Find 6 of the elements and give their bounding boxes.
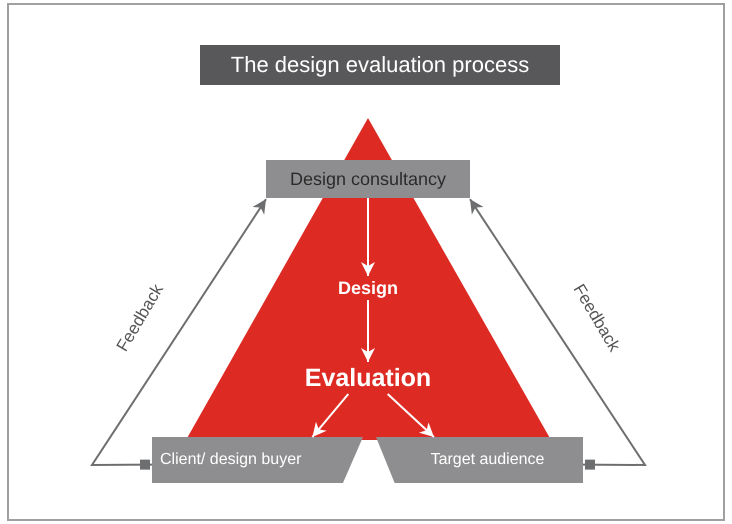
stage-label: Design — [338, 278, 398, 298]
process-box: Design consultancy — [266, 160, 470, 198]
stage-label: Evaluation — [304, 364, 432, 392]
title-bar: The design evaluation process — [200, 45, 560, 85]
stakeholder-box: Target audience — [376, 437, 583, 483]
stakeholder-box: Client/ design buyer — [152, 437, 363, 483]
